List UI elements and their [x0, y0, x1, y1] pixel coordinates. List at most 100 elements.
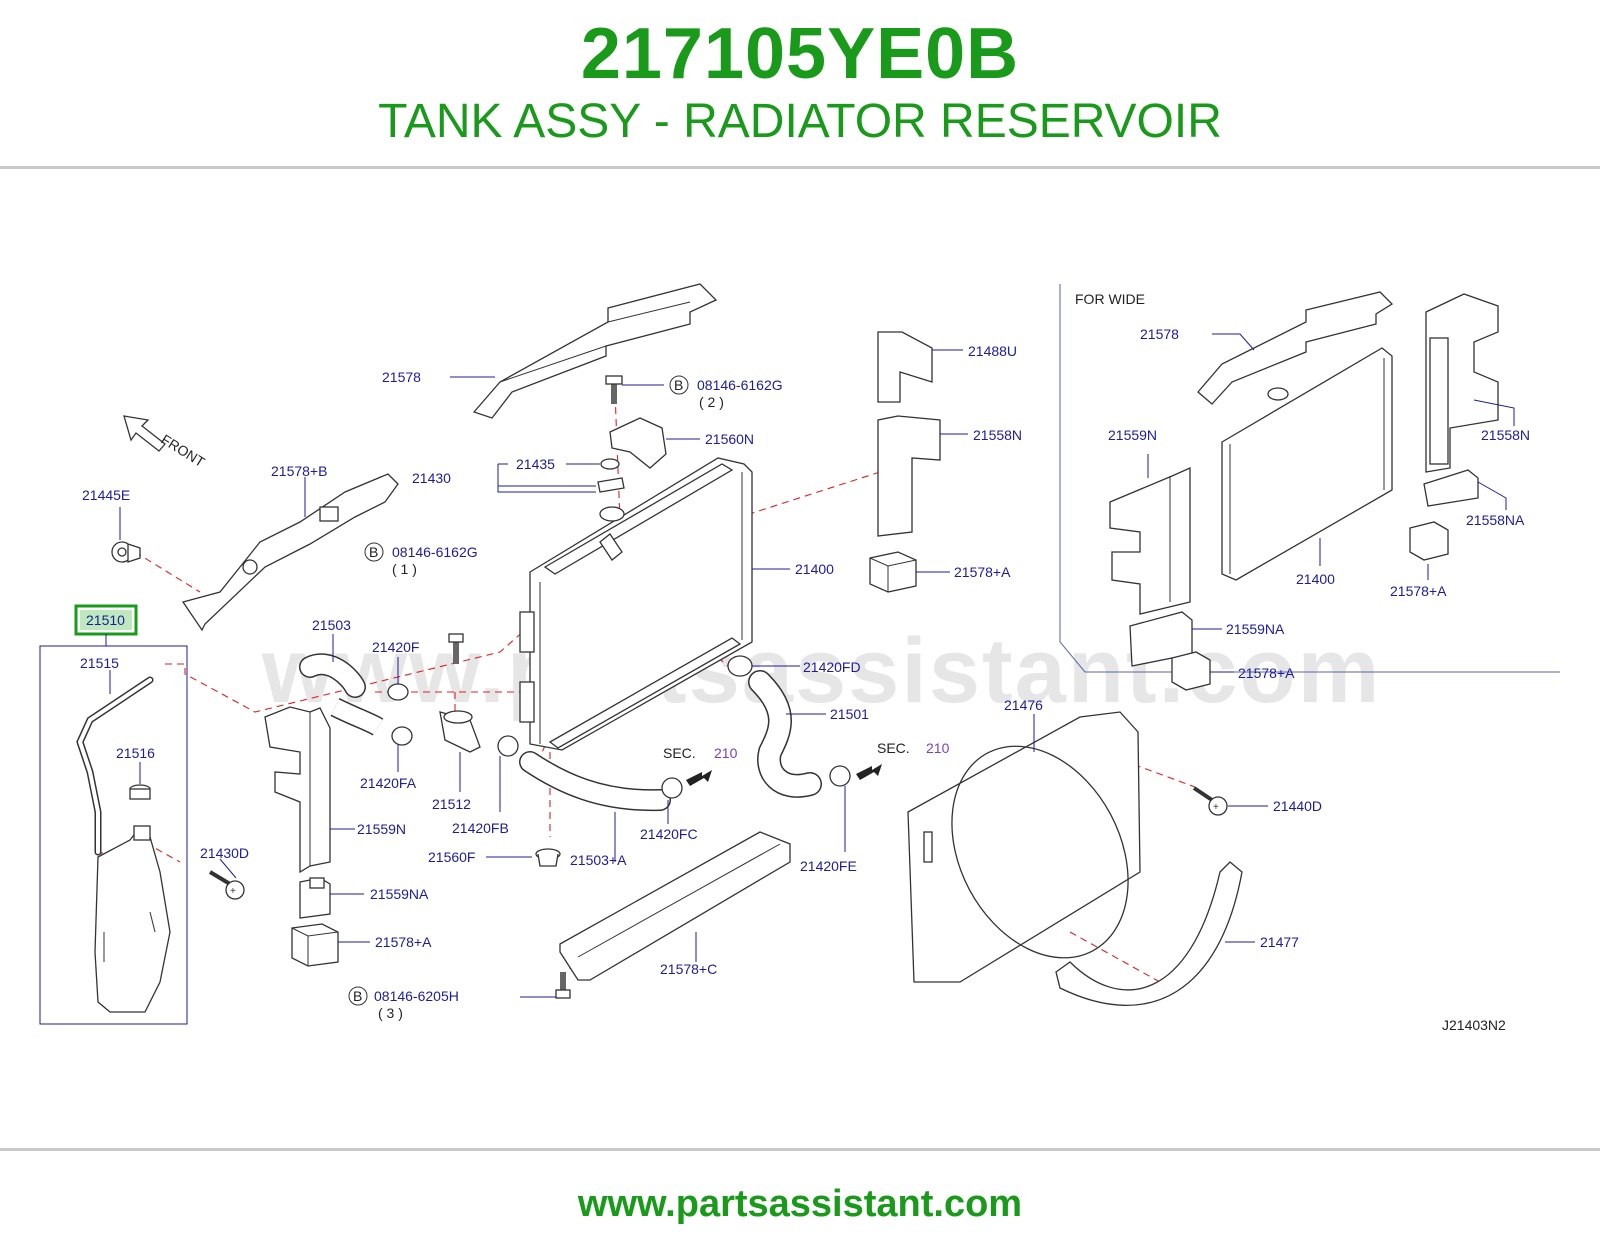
sec-number-left: 210	[714, 745, 738, 761]
label-08146-6205h: 08146-6205H	[374, 988, 459, 1004]
inset-block-21558na	[1423, 469, 1479, 507]
label-21578c: 21578+C	[660, 961, 717, 977]
label-21578a-inset-upper: 21578+A	[1390, 583, 1447, 599]
upper-hose-21503	[299, 653, 384, 736]
label-21501: 21501	[830, 706, 869, 722]
block-21578a-left	[291, 923, 339, 967]
label-21430: 21430	[412, 470, 451, 486]
seal-21435	[600, 458, 620, 470]
inset-title: FOR WIDE	[1075, 291, 1145, 307]
lower-hose-21503a	[519, 751, 671, 812]
figure-code: J21403N2	[1442, 1017, 1506, 1033]
bolt-marker-b2: B	[674, 377, 683, 393]
label-08146-6162g-1: 08146-6162G	[392, 544, 478, 560]
label-21420fe: 21420FE	[800, 858, 857, 874]
side-bracket-21578b	[181, 473, 399, 632]
bolt-08146-6162g-2	[605, 375, 623, 404]
label-21420fb: 21420FB	[452, 820, 509, 836]
highlight-fill-21510	[80, 610, 132, 630]
sec-prefix-right: SEC.	[877, 740, 910, 756]
inset-panel-21559n	[1109, 466, 1191, 615]
inset-block-21578a-lower	[1171, 651, 1211, 691]
fitting-21512	[439, 710, 481, 753]
qty-1: ( 1 )	[392, 561, 417, 577]
label-21435: 21435	[516, 456, 555, 472]
label-21516: 21516	[116, 745, 155, 761]
inset-air-seal-21578	[1197, 291, 1394, 405]
label-21559n-inset: 21559N	[1108, 427, 1157, 443]
bolt-marker-b1: B	[369, 544, 378, 560]
page-header: 217105YE0B TANK ASSY - RADIATOR RESERVOI…	[0, 0, 1600, 168]
qty-3: ( 3 )	[378, 1005, 403, 1021]
label-21560n: 21560N	[705, 431, 754, 447]
sec-number-right: 210	[926, 740, 950, 756]
air-seal-lower-21578c	[559, 831, 791, 981]
label-21510: 21510	[86, 612, 125, 628]
clip-21445e	[111, 541, 141, 563]
panel-21558n	[877, 415, 941, 537]
svg-text:+: +	[230, 886, 236, 897]
bolt-08146-6205h	[555, 972, 571, 999]
bolt-21440d: +	[1192, 786, 1228, 816]
label-21476: 21476	[1004, 697, 1043, 713]
label-21512: 21512	[432, 796, 471, 812]
fan-shroud-21476	[907, 711, 1141, 983]
label-21420fa: 21420FA	[360, 775, 417, 791]
label-21558n-main: 21558N	[973, 427, 1022, 443]
part-number-title: 217105YE0B	[580, 14, 1020, 94]
svg-text:+: +	[1213, 802, 1219, 813]
sec-arrow-right-icon	[856, 764, 882, 780]
clamp-21420fd	[727, 655, 753, 677]
inset-frame	[1059, 284, 1560, 673]
radiator-core-21400	[519, 457, 753, 751]
clamp-21420fb	[497, 735, 519, 757]
cap-21430	[597, 477, 625, 493]
label-21578a-left: 21578+A	[375, 934, 432, 950]
label-21400-main: 21400	[795, 561, 834, 577]
lower-hose-21501	[748, 670, 822, 798]
label-21503: 21503	[312, 617, 351, 633]
label-21488u: 21488U	[968, 343, 1017, 359]
reservoir-tank-21510	[94, 825, 171, 1013]
label-21578: 21578	[382, 369, 421, 385]
inset-block-21578a-upper	[1409, 521, 1449, 561]
bolt-marker-b3: B	[353, 988, 362, 1004]
drain-plug-21560f	[535, 848, 561, 867]
label-21578-inset: 21578	[1140, 326, 1179, 342]
label-21558na-inset: 21558NA	[1466, 512, 1525, 528]
sec-prefix-left: SEC.	[663, 745, 696, 761]
inset-radiator-21400	[1221, 347, 1393, 581]
label-21559n-left: 21559N	[357, 821, 406, 837]
front-label: FRONT	[158, 431, 208, 470]
label-21445e: 21445E	[82, 487, 130, 503]
label-21515: 21515	[80, 655, 119, 671]
label-21430d: 21430D	[200, 845, 249, 861]
header-divider	[0, 166, 1600, 169]
lower-shroud-21477	[1055, 861, 1243, 1006]
footer-divider	[0, 1148, 1600, 1151]
bracket-21488u	[877, 331, 933, 403]
inset-block-21559na	[1129, 611, 1193, 667]
clamp-21420fc	[661, 777, 683, 799]
air-seal-top-21578	[472, 283, 718, 419]
label-21503a: 21503+A	[570, 852, 627, 868]
front-arrow-icon	[123, 415, 166, 452]
label-21560f: 21560F	[428, 849, 475, 865]
label-21578a-inset-lower: 21578+A	[1238, 665, 1295, 681]
bracket-21560n	[609, 417, 667, 469]
overflow-hose-21515	[76, 676, 154, 856]
label-21420fd: 21420FD	[803, 659, 861, 675]
block-21578a-right	[869, 551, 917, 593]
inset-panel-21558n	[1425, 293, 1499, 473]
cap-21516	[129, 784, 151, 800]
sec-arrow-left-icon	[686, 770, 712, 786]
label-21477: 21477	[1260, 934, 1299, 950]
label-08146-6162g-2: 08146-6162G	[697, 377, 783, 393]
label-21559na-inset: 21559NA	[1226, 621, 1285, 637]
qty-2: ( 2 )	[699, 394, 724, 410]
clamp-21420f	[387, 683, 409, 701]
footer-url[interactable]: www.partsassistant.com	[577, 1183, 1023, 1225]
label-21558n-inset: 21558N	[1481, 427, 1530, 443]
bolt-08146-6162g-1	[448, 633, 464, 664]
label-21578a-right: 21578+A	[954, 564, 1011, 580]
